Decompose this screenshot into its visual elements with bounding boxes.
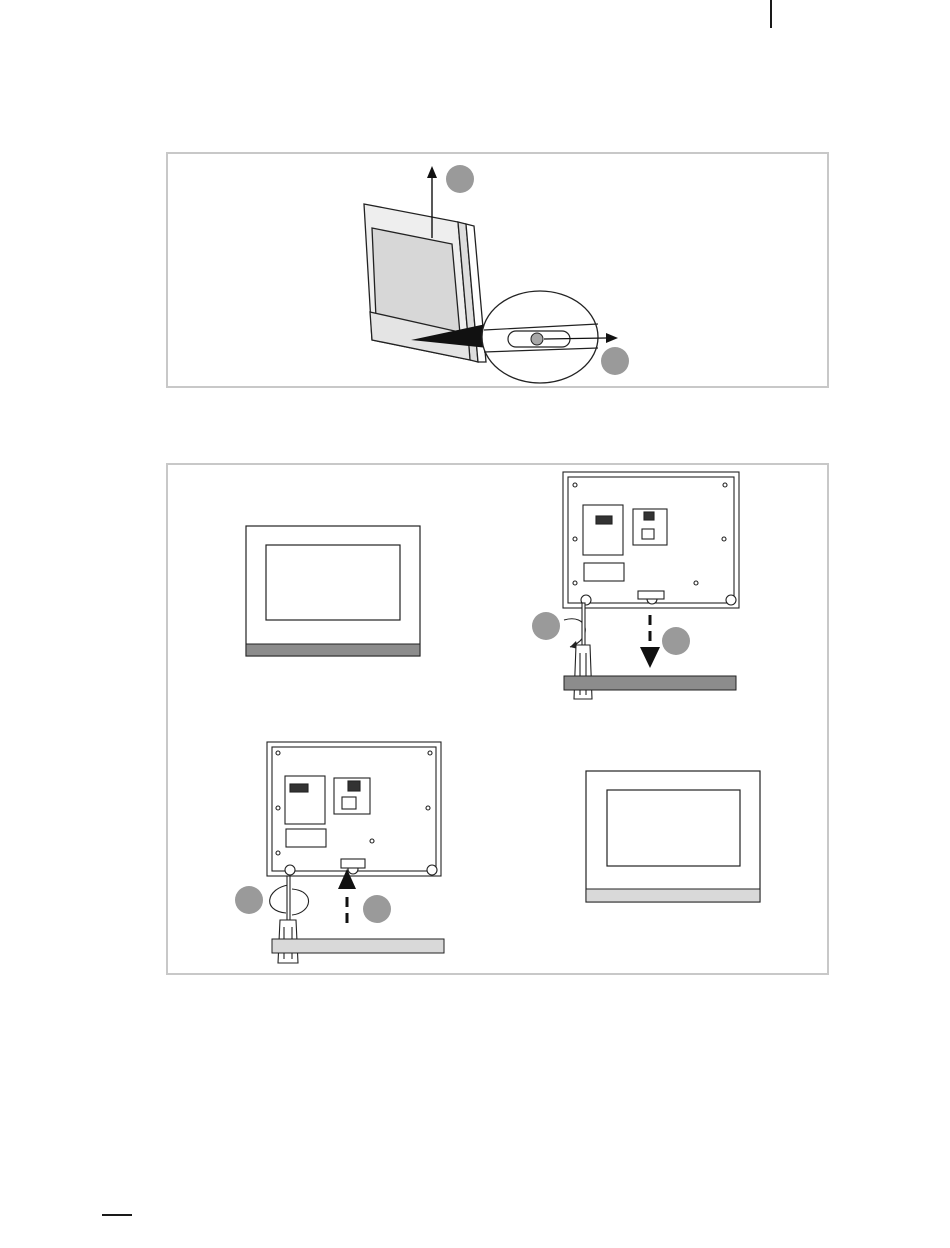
figure-2-illustration — [166, 463, 829, 975]
back-plate-screw — [267, 742, 441, 876]
back-plate-unscrew — [563, 472, 739, 608]
step-marker-icon — [601, 347, 629, 375]
step-marker-icon — [662, 627, 690, 655]
mount-bar — [272, 939, 444, 953]
figure-1-illustration — [166, 152, 829, 388]
mount-bar — [564, 676, 736, 690]
rotate-arrow-icon — [270, 885, 288, 913]
bottom-rule — [102, 1214, 132, 1216]
step-marker-icon — [235, 886, 263, 914]
step-marker-icon — [363, 895, 391, 923]
slider-knob — [531, 333, 543, 345]
top-rule — [770, 0, 772, 28]
front-panel-bottom-right — [586, 771, 760, 902]
step-marker-icon — [532, 612, 560, 640]
arrow-up-icon — [338, 869, 356, 923]
arrow-down-icon — [640, 615, 660, 668]
step-marker-icon — [446, 165, 474, 193]
front-panel-top-left — [246, 526, 420, 656]
